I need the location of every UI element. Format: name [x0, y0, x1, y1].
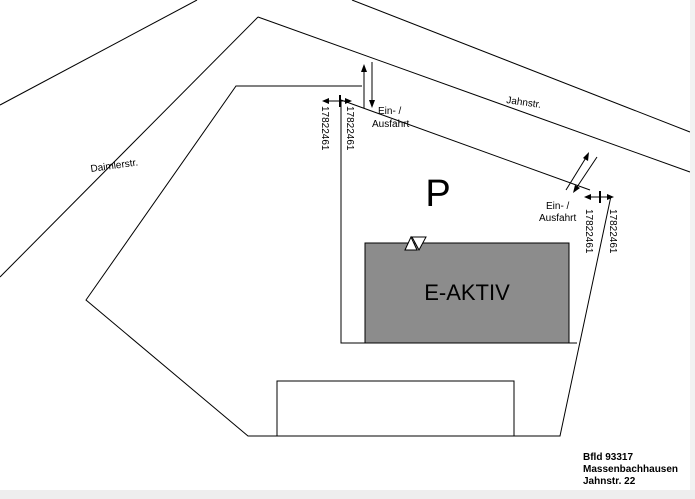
entrance2-arrow-a	[565, 155, 588, 191]
entrance1-label-line1: Ein- /	[378, 106, 402, 117]
location-info-block: Bfld 93317 Massenbachhausen Jahnstr. 22	[583, 452, 678, 488]
entrance2-label-line2: Ausfahrt	[539, 213, 576, 224]
daimler-road-edge-upper	[0, 0, 198, 106]
entrance2-label-line1: Ein- /	[546, 201, 570, 212]
viewport-right-strip	[690, 0, 695, 490]
street-label-jahn: Jahnstr.	[506, 95, 542, 111]
entrance-triangle-down-icon	[411, 236, 427, 252]
viewport-bottom-strip	[0, 490, 695, 499]
counter-id-3: 17822461	[583, 209, 594, 254]
counter-id-2: 17822461	[344, 106, 355, 151]
entrance1-arrowhead-down-icon	[369, 100, 375, 108]
counter2-arrowhead-left-icon	[584, 194, 591, 200]
jahn-road-edge-upper	[351, 0, 691, 133]
store-name: E-AKTIV	[424, 280, 510, 305]
street-label-daimler: Daimlerstr.	[90, 157, 139, 175]
counter-id-1: 17822461	[319, 106, 330, 151]
location-street: Jahnstr. 22	[583, 476, 636, 487]
counter-id-4: 17822461	[607, 209, 618, 254]
store-building	[364, 242, 570, 344]
counter1-arrowhead-right-icon	[345, 98, 352, 104]
location-id: Bfld 93317	[583, 452, 634, 463]
location-town: Massenbachhausen	[583, 464, 679, 475]
parking-symbol: P	[425, 173, 450, 215]
entrance1-label-line2: Ausfahrt	[372, 119, 409, 130]
jahn-road-edge-lower	[257, 16, 691, 173]
daimler-road-edge-lower	[0, 16, 259, 278]
parking-top-edge	[340, 99, 591, 191]
lower-building	[276, 380, 515, 437]
entrance2-arrow-b	[574, 156, 598, 191]
counter1-arrowhead-left-icon	[322, 98, 329, 104]
site-boundary	[85, 85, 612, 437]
entrance2-arrowhead-a-icon	[583, 152, 589, 161]
entrance2-arrowhead-b-icon	[573, 185, 580, 193]
entrance1-arrowhead-up-icon	[361, 64, 367, 72]
entrance-triangle-up-icon	[404, 235, 418, 251]
counter2-arrowhead-right-icon	[607, 194, 614, 200]
